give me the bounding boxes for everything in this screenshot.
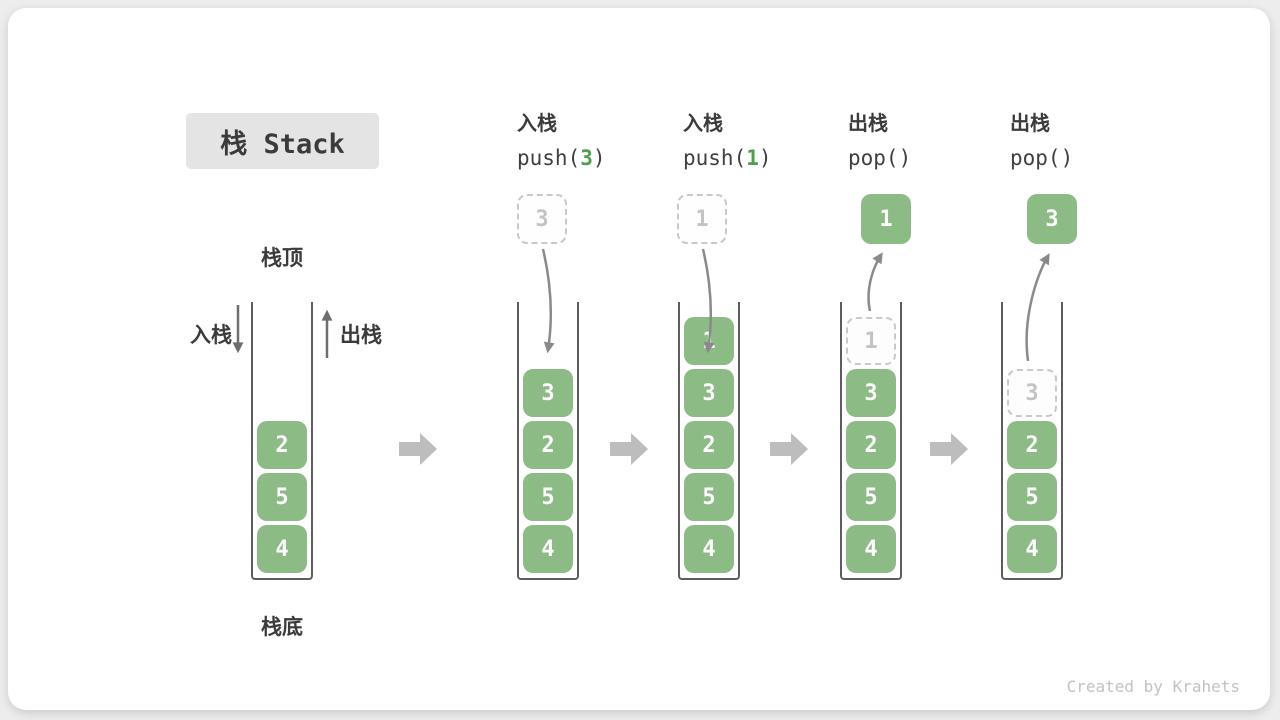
op-code: push(3) [517,140,677,176]
op-code-arg: 1 [746,146,759,170]
pop-direction-label: 出栈 [340,323,382,347]
stack-ghost-cell: 1 [846,317,896,365]
stack-ghost-cell: 3 [1007,369,1057,417]
incoming-value: 3 [535,206,549,232]
op-code: pop() [1010,140,1170,176]
op-code: pop() [848,140,1008,176]
stack-cell: 4 [257,525,307,573]
op-header-pop-2: 出栈 pop() [1010,106,1170,176]
stack-cell: 5 [257,473,307,521]
popped-value: 1 [879,206,893,232]
stack-cell: 5 [523,473,573,521]
stack-cell: 5 [1007,473,1057,521]
op-name: 出栈 [848,111,888,135]
stack-cell: 2 [846,421,896,469]
stack-column-after-pop-3: 3 2 5 4 [1001,302,1063,580]
stack-cell: 5 [684,473,734,521]
stack-bottom-label: 栈底 [261,615,303,639]
popped-value: 3 [1045,206,1059,232]
stack-cell: 4 [523,525,573,573]
op-code-arg: 3 [580,146,593,170]
stack-cell: 4 [846,525,896,573]
stack-column-initial: 2 5 4 [251,302,313,580]
stack-cell: 3 [684,369,734,417]
op-code-pre: pop( [848,146,899,170]
op-name: 出栈 [1010,111,1050,135]
stack-cell: 2 [1007,421,1057,469]
stack-cell: 2 [523,421,573,469]
op-code: push(1) [683,140,843,176]
op-name: 入栈 [517,111,557,135]
stack-cell: 2 [684,421,734,469]
title-text: 栈 Stack [220,128,345,160]
incoming-value-box: 1 [677,194,727,244]
stack-top-label: 栈顶 [261,246,303,270]
op-code-post: ) [592,146,606,170]
stack-column-after-push-1: 1 3 2 5 4 [678,302,740,580]
op-name: 入栈 [683,111,723,135]
op-code-post: ) [758,146,772,170]
popped-value-box: 1 [861,194,911,244]
stack-cell: 5 [846,473,896,521]
op-header-pop-1: 出栈 pop() [848,106,1008,176]
title-badge: 栈 Stack [186,113,379,169]
stack-column-after-pop-1: 1 3 2 5 4 [840,302,902,580]
incoming-value-box: 3 [517,194,567,244]
push-direction-label: 入栈 [190,323,232,347]
op-code-post: ) [898,146,912,170]
incoming-value: 1 [695,206,709,232]
stack-cell: 4 [684,525,734,573]
popped-value-box: 3 [1027,194,1077,244]
op-code-post: ) [1060,146,1074,170]
watermark: Created by Krahets [1066,677,1240,696]
op-code-pre: pop( [1010,146,1061,170]
op-header-push-1: 入栈 push(1) [683,106,843,176]
op-code-pre: push( [517,146,581,170]
stack-cell: 3 [523,369,573,417]
stack-cell: 2 [257,421,307,469]
op-code-pre: push( [683,146,747,170]
stack-column-after-push-3: 3 2 5 4 [517,302,579,580]
op-header-push-3: 入栈 push(3) [517,106,677,176]
stack-cell: 3 [846,369,896,417]
stack-cell: 4 [1007,525,1057,573]
stack-cell: 1 [684,317,734,365]
